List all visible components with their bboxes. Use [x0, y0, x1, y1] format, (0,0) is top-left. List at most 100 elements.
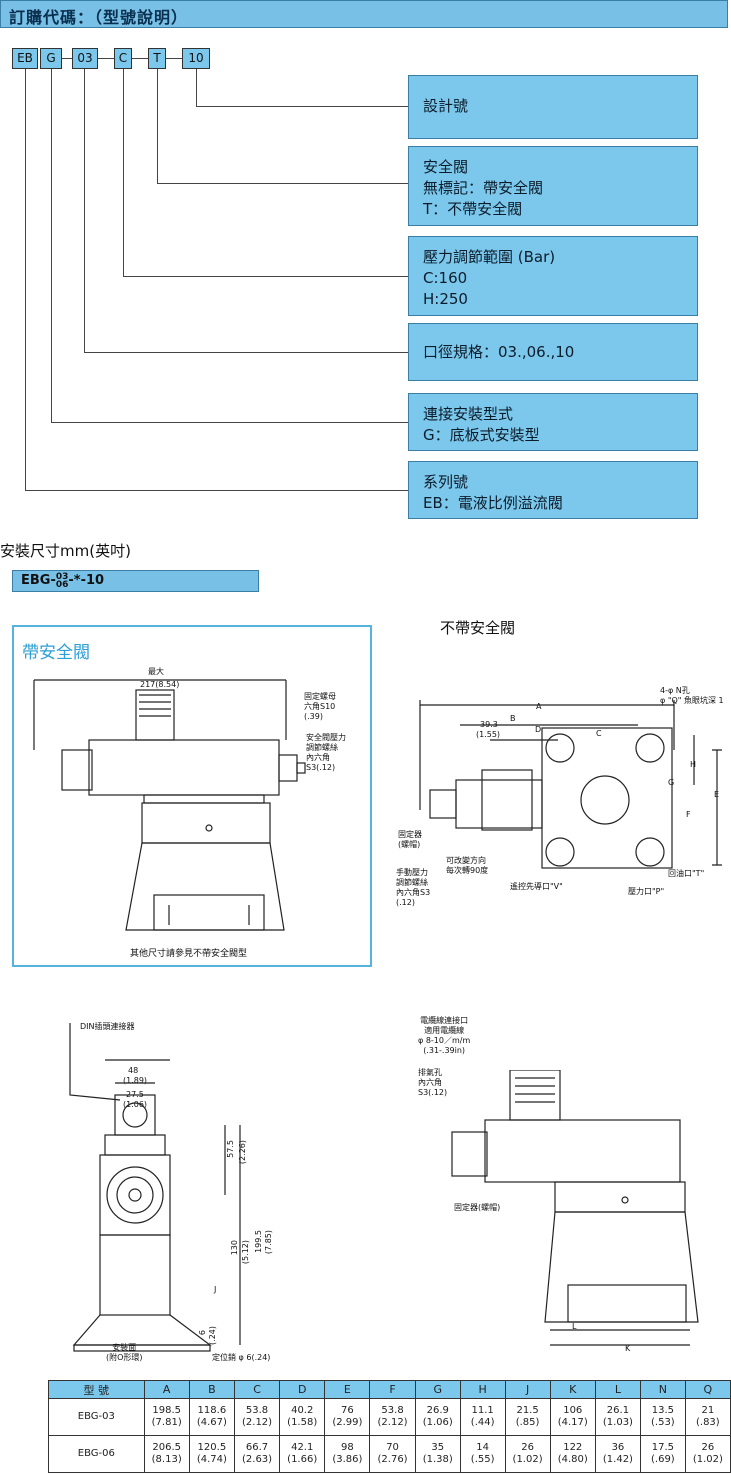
model-prefix: EBG- [21, 573, 56, 588]
mount-label: 安裝面 (附O形環) [106, 1343, 143, 1363]
dim-1-06: (1.06) [123, 1100, 148, 1109]
max-label: 最大 [148, 667, 164, 676]
desc-design-number: 設計號 [408, 75, 698, 139]
desc-line: 口徑規格：03.,06.,10 [423, 343, 575, 361]
table-cell: 11.1 (.44) [459, 1398, 506, 1436]
pressure-port-label: 壓力口"P" [628, 887, 665, 896]
cable-line: φ 8-10／m/m [418, 1036, 471, 1045]
with-valve-title: 帶安全閥 [22, 643, 90, 663]
panel-footnote: 其他尺寸請參見不帶安全閥型 [130, 949, 248, 959]
table-cell: 120.5 (4.74) [188, 1435, 235, 1473]
mount-line: (附O形環) [106, 1353, 143, 1362]
with-valve-drawing [33, 679, 306, 931]
side-view-drawing [451, 1070, 699, 1346]
table-cell: 106 (4.17) [549, 1398, 596, 1436]
table-cell: 14 (.55) [459, 1435, 506, 1473]
desc-line: 系列號 [423, 473, 469, 491]
nut-line: 固定螺母 [304, 692, 336, 701]
spec-table: 型 號 A B C D E F G H J K L N Q EBG-03 198… [48, 1380, 731, 1473]
code-part-design: 10 [182, 48, 210, 69]
code-part-pressure: C [114, 48, 132, 69]
fixer-line: 固定器 [398, 830, 422, 839]
manual-line: 調節螺絲 [396, 878, 428, 887]
nut-line: (.39) [304, 712, 323, 721]
table-cell: 66.7 (2.63) [233, 1435, 281, 1473]
direction-label: 可改變方向 每次轉90度 [446, 856, 488, 876]
dim-F: F [686, 810, 691, 819]
cable-line: 電纜線連接口 [420, 1016, 469, 1025]
pilot-port-label: 遙控先導口"V" [510, 882, 563, 891]
code-part-size: 03 [72, 48, 98, 69]
max-value: 217(8.54) [140, 680, 180, 689]
table-cell: 21 (.83) [684, 1398, 731, 1436]
manual-line: (.12) [396, 898, 415, 907]
code-connector [166, 58, 182, 59]
table-cell: 35 (1.38) [414, 1435, 461, 1473]
code-connector [98, 58, 114, 59]
dim-H: H [690, 760, 697, 769]
dim-1-55: (1.55) [476, 730, 501, 739]
table-cell: 26.1 (1.03) [594, 1398, 642, 1436]
leader-line [157, 69, 158, 184]
table-row: EBG-03 198.5 (7.81) 118.6 (4.67) 53.8 (2… [48, 1398, 731, 1436]
screw-label: 安全閥壓力 調節螺絲 內六角 S3(.12) [306, 733, 346, 773]
dim-D: D [535, 725, 542, 734]
desc-line: T：不帶安全閥 [423, 200, 523, 218]
model-size-bottom: 06 [55, 579, 69, 590]
code-connector [62, 58, 72, 59]
hole-line: 4-φ N孔 [660, 686, 690, 695]
dim-G: G [668, 778, 675, 787]
leader-line [25, 490, 408, 491]
order-code-header: 訂購代碼：（型號說明） [0, 0, 728, 28]
desc-pressure-range: 壓力調節範圍 (Bar) C:160 H:250 [408, 236, 698, 316]
table-cell: 26 (1.02) [504, 1435, 551, 1473]
table-header: A [143, 1380, 190, 1399]
dim-1-89: (1.89) [123, 1076, 148, 1085]
leader-line [123, 69, 124, 277]
leader-line [84, 69, 85, 353]
table-header: H [459, 1380, 506, 1399]
nut-line: 六角S10 [304, 702, 336, 711]
table-cell: 198.5 (7.81) [143, 1398, 190, 1436]
dim-K: K [625, 1344, 631, 1353]
vent-line: S3(.12) [418, 1088, 448, 1097]
page-title: 訂購代碼：（型號說明） [9, 8, 189, 27]
hole-label: 4-φ N孔 φ "Q" 魚眼坑深 1 [660, 686, 724, 706]
desc-safety-valve: 安全閥 無標記：帶安全閥 T：不帶安全閥 [408, 146, 698, 226]
table-header: 型 號 [48, 1380, 145, 1399]
return-port-label: 回油口"T" [668, 869, 705, 878]
desc-line: 壓力調節範圍 (Bar) [423, 248, 556, 266]
desc-line: 安全閥 [423, 158, 469, 176]
table-cell: 17.5 (.69) [640, 1435, 686, 1473]
table-cell: 98 (3.86) [324, 1435, 371, 1473]
table-header: F [369, 1380, 416, 1399]
dimensions-title: 安裝尺寸mm(英吋) [0, 542, 131, 560]
screw-line: 內六角 [306, 753, 330, 762]
desc-line: 無標記：帶安全閥 [423, 179, 544, 197]
without-valve-title: 不帶安全閥 [440, 619, 516, 637]
table-header: E [324, 1380, 371, 1399]
code-part-valve: T [148, 48, 166, 69]
table-header: K [549, 1380, 596, 1399]
table-cell: 40.2 (1.58) [279, 1398, 326, 1436]
table-cell: 206.5 (8.13) [143, 1435, 190, 1473]
leader-line [25, 69, 26, 491]
side-fixer-label: 固定器(螺帽) [454, 1203, 501, 1212]
direction-line: 可改變方向 [446, 856, 486, 865]
cable-line: (.31-.39in) [423, 1046, 466, 1055]
manual-line: 內六角S3 [396, 888, 431, 897]
dim-7-85: (7.85) [264, 1230, 273, 1255]
dim-J: J [214, 1285, 217, 1294]
direction-line: 每次轉90度 [446, 866, 489, 875]
cable-label: 電纜線連接口 適用電纜線 φ 8-10／m/m (.31-.39in) [418, 1016, 470, 1056]
table-cell: 122 (4.80) [549, 1435, 596, 1473]
table-header: C [233, 1380, 281, 1399]
vent-label: 排氣孔 內六角 S3(.12) [418, 1068, 447, 1098]
table-header: J [504, 1380, 551, 1399]
table-cell: EBG-06 [48, 1435, 145, 1473]
screw-line: S3(.12) [306, 763, 336, 772]
desc-line: 設計號 [423, 97, 469, 115]
table-header: B [188, 1380, 235, 1399]
vent-line: 排氣孔 [418, 1068, 442, 1077]
